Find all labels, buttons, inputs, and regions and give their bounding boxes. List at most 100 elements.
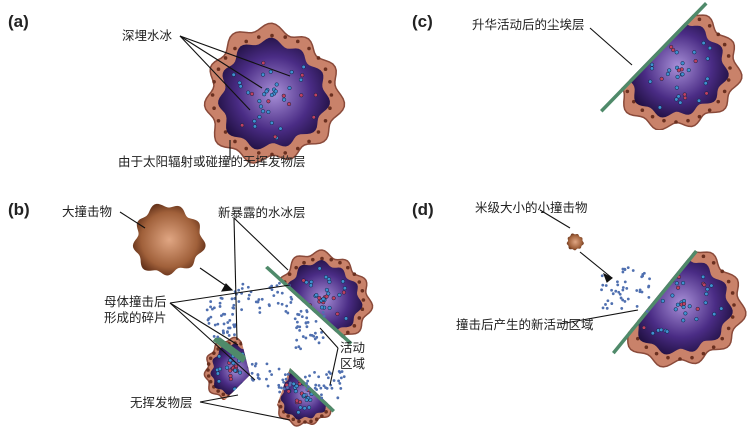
crust-grain	[674, 12, 678, 16]
crust-grain	[294, 330, 298, 335]
particle	[282, 387, 286, 391]
dust-layer	[600, 2, 708, 113]
ice-grain	[657, 105, 662, 110]
ice-grain	[671, 47, 676, 53]
particle	[276, 301, 280, 305]
arrow-head	[602, 272, 614, 283]
leader-line	[233, 217, 289, 271]
leader-line	[589, 27, 633, 66]
crust-grain	[726, 326, 731, 331]
ice-grain	[670, 293, 675, 298]
ice-grain	[261, 60, 266, 66]
ice-grain	[278, 126, 283, 131]
particle	[289, 381, 292, 385]
particle	[610, 288, 613, 292]
label-lag-layer-b: 无挥发物层	[130, 395, 193, 410]
particle	[241, 282, 245, 286]
ice-grain	[240, 382, 245, 387]
ice-grain	[693, 58, 698, 64]
particle	[600, 288, 603, 292]
ice-grain	[273, 134, 278, 139]
ice-grain	[641, 325, 647, 330]
leader-line	[169, 302, 239, 346]
ice-grain	[331, 296, 336, 301]
crust-grain	[635, 336, 640, 341]
crust-grain	[320, 414, 324, 418]
particle	[306, 379, 310, 383]
ice-grain	[264, 89, 269, 94]
fragment-b-large	[265, 249, 374, 349]
ice-grain	[242, 383, 247, 388]
ice-grain	[675, 302, 680, 307]
crust-grain	[212, 79, 216, 84]
crust-grain	[206, 374, 211, 378]
particle	[286, 372, 290, 376]
fragment-b-small-1	[203, 335, 250, 400]
particle	[216, 335, 220, 339]
particle	[320, 393, 323, 397]
crust-grain	[662, 13, 666, 18]
particle	[645, 309, 649, 313]
particle	[281, 378, 285, 382]
ice-grain	[681, 305, 686, 310]
particle	[303, 375, 307, 379]
ice-grain	[341, 290, 346, 295]
crust-grain	[316, 56, 321, 60]
particle	[647, 285, 650, 289]
particle	[623, 300, 627, 303]
crust-grain	[283, 35, 288, 39]
ice-grain	[215, 371, 220, 376]
label-small-impactor: 米级大小的小撞击物	[475, 200, 588, 215]
crust-grain	[282, 316, 287, 320]
particle	[305, 310, 309, 314]
ice-grain	[237, 370, 243, 375]
ice-grain	[712, 312, 717, 317]
particle	[313, 337, 317, 341]
particle	[338, 371, 342, 374]
ice-grain	[650, 331, 655, 336]
particle	[295, 320, 299, 324]
particle	[216, 322, 220, 326]
particle	[247, 293, 251, 297]
ice-grain	[274, 82, 279, 87]
crust-grain	[686, 13, 690, 18]
crust-grain	[635, 269, 640, 274]
crust-grain	[244, 146, 249, 151]
crust-grain	[697, 17, 702, 22]
particle	[305, 388, 309, 392]
particle	[237, 300, 241, 303]
particle	[276, 290, 280, 294]
particle	[277, 383, 281, 387]
particle	[621, 270, 625, 274]
crust-grain	[297, 368, 301, 371]
particle	[250, 362, 254, 366]
arrow-head	[220, 283, 234, 292]
crust-grain	[278, 404, 283, 409]
particle	[635, 304, 639, 308]
crust-grain	[330, 393, 334, 397]
leader-line	[179, 35, 291, 77]
particle	[277, 367, 281, 371]
crust-grain	[707, 108, 712, 113]
particle	[625, 286, 629, 290]
crust-grain	[625, 89, 630, 94]
particle	[254, 362, 258, 366]
ice-grain	[701, 274, 706, 279]
ice-grain	[649, 66, 654, 71]
particle	[254, 300, 258, 304]
ice-grain	[648, 47, 653, 52]
crust-grain	[287, 324, 292, 328]
crust-grain	[644, 260, 649, 265]
ice-grain	[323, 275, 329, 280]
ice-grain	[302, 406, 307, 411]
particle	[285, 304, 289, 308]
particle	[308, 374, 311, 378]
label-fragments-1: 母体撞击后	[104, 294, 167, 309]
crust-grain	[720, 269, 725, 274]
ice-grain	[228, 368, 233, 373]
crust-grain	[212, 351, 216, 355]
particle	[309, 333, 312, 337]
particle	[282, 380, 286, 384]
dust-layer	[287, 368, 335, 413]
particle	[621, 288, 625, 292]
